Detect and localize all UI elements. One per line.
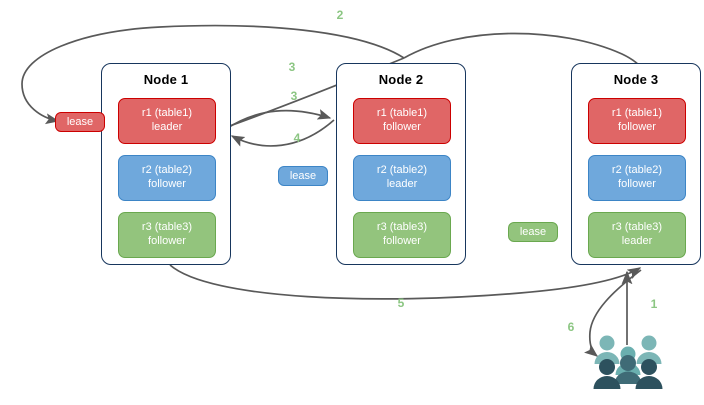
replica-node2-r3[interactable]: r3 (table3) follower [353,212,451,258]
arrow-4-node2-to-node1 [230,119,335,147]
replica-name: r2 (table2) [376,164,428,177]
replica-role: follower [383,235,421,247]
replica-name: r1 (table1) [376,107,428,120]
replica-role: leader [621,235,653,247]
replica-name: r2 (table2) [141,164,193,177]
replica-node2-r2[interactable]: r2 (table2) leader [353,155,451,201]
replica-role: follower [383,121,421,133]
node-title: Node 1 [143,72,189,87]
replica-name: r3 (table3) [141,221,193,234]
replica-node2-r1[interactable]: r1 (table1) follower [353,98,451,144]
replica-role: leader [151,121,183,133]
replica-role: follower [618,121,656,133]
people-icon [593,335,663,389]
arrow-3-node1-to-node2 [225,109,332,130]
clients-group-icon[interactable] [592,334,664,396]
node-box-node2[interactable]: Node 2 r1 (table1) follower r2 (table2) … [336,63,466,265]
node-title: Node 2 [378,72,424,87]
arrow-5-node1-to-node3 [169,264,642,300]
replica-node1-r2[interactable]: r2 (table2) follower [118,155,216,201]
replica-name: r1 (table1) [141,107,193,120]
step-label-1: 1 [650,297,658,311]
step-label-2: 2 [336,8,344,22]
lease-badge-r3[interactable]: lease [508,222,558,242]
replica-name: r3 (table3) [376,221,428,234]
replica-name: r2 (table2) [611,164,663,177]
replica-node3-r3[interactable]: r3 (table3) leader [588,212,686,258]
replica-name: r3 (table3) [611,221,663,234]
node-box-node1[interactable]: Node 1 r1 (table1) leader r2 (table2) fo… [101,63,231,265]
replica-role: follower [148,235,186,247]
step-label-4: 4 [293,131,301,145]
replica-role: follower [148,178,186,190]
lease-badge-r1[interactable]: lease [55,112,105,132]
lease-badge-r2[interactable]: lease [278,166,328,186]
replica-role: leader [386,178,418,190]
replica-node1-r3[interactable]: r3 (table3) follower [118,212,216,258]
replica-node1-r1[interactable]: r1 (table1) leader [118,98,216,144]
step-label-6: 6 [567,320,575,334]
step-label-3b: 3 [290,89,298,103]
node-title: Node 3 [613,72,659,87]
replica-node3-r1[interactable]: r1 (table1) follower [588,98,686,144]
replica-name: r1 (table1) [611,107,663,120]
step-label-3a: 3 [288,60,296,74]
replica-role: follower [618,178,656,190]
step-label-5: 5 [397,296,405,310]
replica-node3-r2[interactable]: r2 (table2) follower [588,155,686,201]
node-box-node3[interactable]: Node 3 r1 (table1) follower r2 (table2) … [571,63,701,265]
